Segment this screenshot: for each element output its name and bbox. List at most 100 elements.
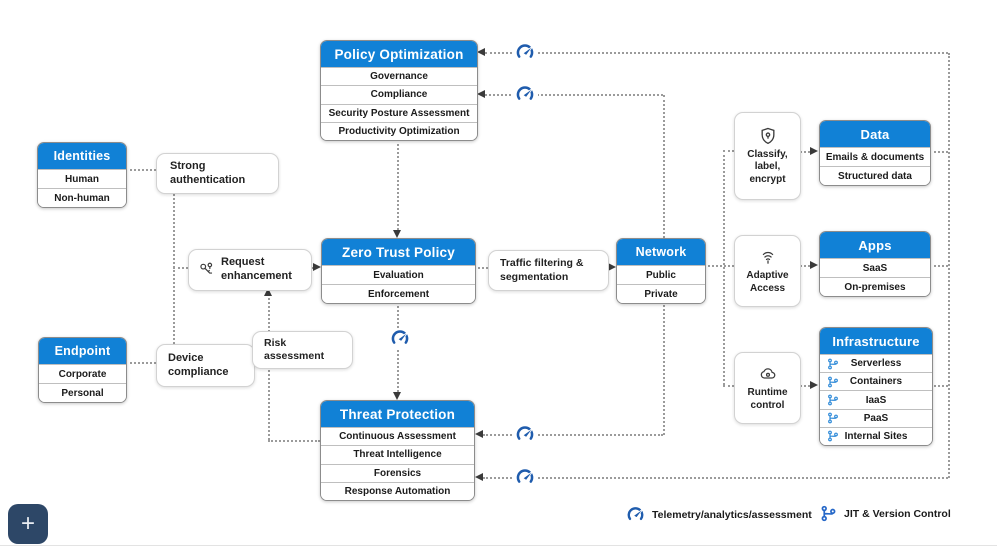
arrow-into-request [264,288,272,296]
git-branch-icon [828,376,838,388]
arrow-into-network [608,263,616,271]
legend-telemetry: Telemetry/analytics/assessment [626,505,812,524]
node-apps: Apps SaaS On-premises [819,231,931,297]
node-row: Corporate [39,364,126,383]
node-policy-optimization: Policy Optimization Governance Complianc… [320,40,478,141]
legend-jit: JIT & Version Control [820,505,951,522]
connector-runtime-to-infra [795,385,810,387]
telemetry-gauge-icon [512,42,538,62]
connector-feedback-to-forensics [483,477,948,479]
connector-far-right-feedback [948,53,950,478]
shield-lock-icon [761,127,774,144]
risk-assessment-box: Risk assessment [252,331,353,369]
device-compliance-label: Device compliance [168,351,229,378]
connector-risk-to-request [268,294,270,332]
node-threat-protection: Threat Protection Continuous Assessment … [320,400,475,501]
connector-data-feedback [929,151,948,153]
legend-telemetry-label: Telemetry/analytics/assessment [652,508,812,521]
node-title: Threat Protection [321,401,474,427]
connector-branch-to-request [173,267,188,269]
node-infrastructure: Infrastructure Serverless Containers Iaa… [819,327,933,446]
node-title: Apps [820,232,930,258]
request-enhancement-label: Request enhancement [221,256,292,282]
node-row: Containers [820,372,932,391]
connector-network-to-contassessment [483,434,663,436]
git-branch-icon [821,505,836,522]
connector-infra-feedback [931,385,948,387]
request-enhancement-box: Request enhancement [188,249,312,291]
arrow-into-contassessment [475,430,483,438]
node-identities: Identities Human Non-human [37,142,127,208]
classify-label-encrypt-box: Classify, label, encrypt [734,112,801,200]
git-branch-icon [828,412,838,424]
node-row: Structured data [820,166,930,185]
git-branch-icon [828,394,838,406]
node-row: Continuous Assessment [321,427,474,446]
traffic-filtering-label: Traffic filtering & segmentation [500,257,584,283]
risk-assessment-label: Risk assessment [264,336,325,362]
node-row: IaaS [820,390,932,409]
arrow-into-infrastructure [810,381,818,389]
arrow-into-apps [810,261,818,269]
node-title: Identities [38,143,126,169]
arrow-into-ztp-top [393,230,401,238]
node-endpoint: Endpoint Corporate Personal [38,337,127,403]
node-title: Policy Optimization [321,41,477,67]
node-row: PaaS [820,408,932,427]
device-compliance-box: Device compliance [156,344,255,387]
arrow-into-threatprotection-top [393,392,401,400]
connector-network-down [663,302,665,435]
node-title: Zero Trust Policy [322,239,475,265]
traffic-filtering-box: Traffic filtering & segmentation [488,250,609,291]
node-row: Public [617,265,705,284]
arrow-into-policyopt [477,48,485,56]
arrow-into-data [810,147,818,155]
node-row: Private [617,284,705,303]
cloud-control-icon [760,368,775,379]
page-bottom-divider [0,545,997,546]
node-row: SaaS [820,258,930,277]
connector-classify-to-data [795,151,810,153]
adaptive-access-label: Adaptive Access [746,270,789,294]
node-zero-trust-policy: Zero Trust Policy Evaluation Enforcement [321,238,476,304]
connector-feedback-to-compliance [485,94,663,96]
connector-dist-to-runtime [723,385,734,387]
arrow-into-forensics [475,473,483,481]
node-row: On-premises [820,277,930,296]
telemetry-gauge-icon [512,467,538,487]
node-network: Network Public Private [616,238,706,304]
connector-apps-feedback [929,265,948,267]
telemetry-gauge-icon [512,424,538,444]
connector-endpoint-devicecompliance [125,362,156,364]
strong-authentication-box: Strong authentication [156,153,279,194]
git-branch-icon [828,431,838,442]
node-row: Personal [39,383,126,402]
connector-compliance-to-network [663,95,665,238]
connector-feedback-to-policyopt [485,52,948,54]
node-row: Forensics [321,463,474,482]
node-title: Infrastructure [820,328,932,354]
connector-network-to-adaptive [704,265,734,267]
node-row: Serverless [820,354,932,373]
node-row: Security Posture Assessment [321,103,477,122]
telemetry-gauge-icon [512,84,538,104]
keys-icon [200,262,213,274]
add-button[interactable]: + [8,504,48,544]
connector-risk-down [268,366,270,440]
fingerprint-icon [762,251,773,264]
classify-label-encrypt-label: Classify, label, encrypt [747,148,788,185]
arrow-into-compliance [477,90,485,98]
runtime-control-box: Runtime control [734,352,801,424]
node-row: Compliance [321,85,477,104]
node-title: Network [617,239,705,265]
node-title: Data [820,121,930,147]
node-row: Internal Sites [820,426,932,445]
node-title: Endpoint [39,338,126,364]
connector-policyopt-to-ztp [397,139,399,230]
connector-risk-to-threatprotection [268,440,320,442]
node-row: Productivity Optimization [321,121,477,140]
connector-ztp-to-traffic [474,267,488,269]
connector-adaptive-to-apps [795,265,810,267]
connector-dist-to-classify [723,150,734,152]
node-row: Enforcement [322,284,475,303]
